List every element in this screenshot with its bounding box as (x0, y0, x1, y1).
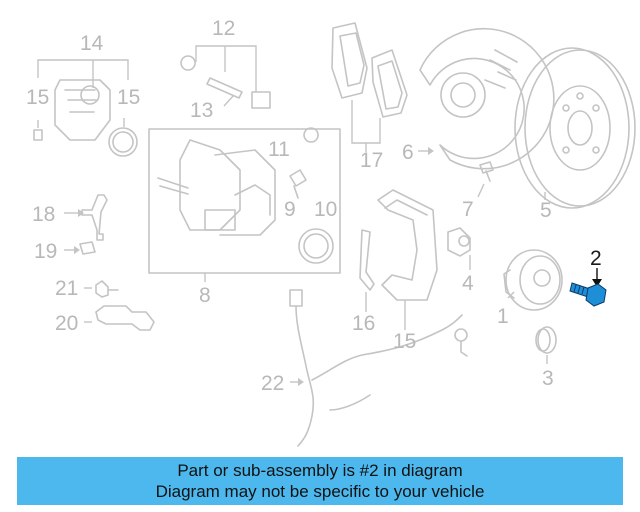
callout-21: 20 (55, 312, 78, 335)
callout-15-right: 15 (117, 86, 140, 109)
carrier-group (359, 189, 438, 330)
brake-motor-group (33, 59, 138, 157)
callout-20: 19 (34, 240, 57, 263)
callout-16: 15 (393, 330, 416, 353)
callout-7: 7 (462, 198, 474, 221)
callout-6: 6 (402, 141, 414, 164)
callout-1: 1 (497, 305, 509, 328)
callout-12: 12 (212, 17, 235, 40)
info-banner: Part or sub-assembly is #2 in diagram Di… (17, 457, 623, 505)
banner-line-part: Part or sub-assembly is #2 in diagram (177, 461, 463, 480)
parts-diagram-svg: 14 12 15 15 13 11 9 10 8 17 6 7 5 4 1 2 … (26, 17, 636, 447)
bolt-2-highlighted[interactable] (569, 268, 607, 307)
callout-10: 10 (314, 198, 337, 221)
callout-11: 11 (268, 138, 290, 161)
callout-22: 21 (55, 277, 78, 300)
callout-13: 13 (190, 99, 213, 122)
callout-23: 22 (261, 372, 284, 395)
guide-pin-group (180, 45, 271, 109)
callout-labels: 14 12 15 15 13 11 9 10 8 17 6 7 5 4 1 2 … (26, 17, 602, 395)
small-parts-left (64, 194, 155, 331)
caliper-group (148, 127, 341, 282)
callout-3: 3 (542, 367, 554, 390)
bolt-7-group (477, 161, 494, 198)
callout-8: 8 (199, 284, 211, 307)
dust-cap-group (535, 326, 557, 364)
banner-line-disclaimer: Diagram may not be specific to your vehi… (155, 482, 485, 501)
callout-18: 17 (360, 149, 383, 172)
callout-19: 18 (32, 203, 55, 226)
brake-rotor-group (514, 47, 636, 209)
hub-4-group (447, 227, 471, 270)
callout-4: 4 (462, 272, 474, 295)
callout-2[interactable]: 2 (590, 247, 602, 270)
wheel-bearing-group (503, 249, 563, 311)
parts-diagram: 14 12 15 15 13 11 9 10 8 17 6 7 5 4 1 2 … (26, 17, 636, 447)
callout-5: 5 (540, 199, 552, 222)
callout-17: 16 (352, 312, 375, 335)
brake-pads-group (331, 22, 408, 152)
callout-15-left: 15 (26, 86, 49, 109)
splash-shield-group (418, 27, 555, 170)
wiring-harness-group (289, 289, 468, 447)
callout-14: 14 (80, 32, 104, 55)
callout-9: 9 (284, 198, 296, 221)
